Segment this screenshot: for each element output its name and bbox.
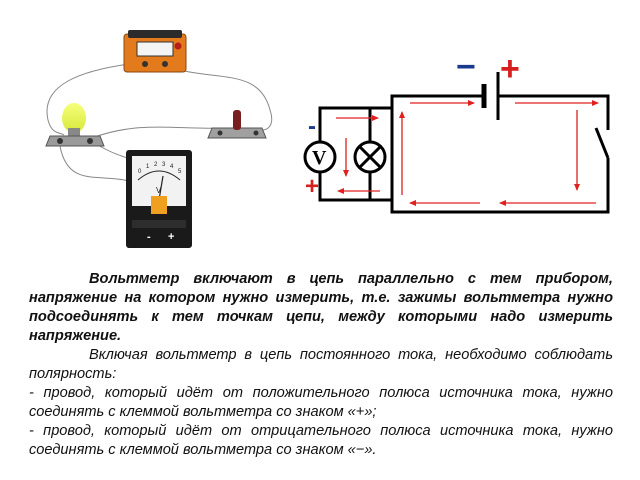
voltmeter-symbol-letter: V <box>312 147 327 169</box>
polarity-item-positive: - провод, который идёт от положительного… <box>29 385 613 420</box>
voltmeter-unit-label: V <box>156 186 162 195</box>
voltmeter-plus-label: + <box>305 173 319 200</box>
main-loop-wire <box>498 94 610 130</box>
circuit-schematic: − + V - + <box>303 48 610 214</box>
current-arrows <box>336 100 599 206</box>
voltmeter-branch-wire <box>318 106 392 142</box>
voltmeter-scale-5: 5 <box>178 169 182 175</box>
voltmeter-circle <box>303 140 337 174</box>
voltmeter-scale-4: 4 <box>170 164 174 170</box>
voltmeter-plus-terminal: + <box>168 231 174 243</box>
voltmeter-scale-0: 0 <box>138 169 142 175</box>
explanation-text: Вольтметр включают в цепь параллельно с … <box>29 270 613 460</box>
voltmeter-branch-wire <box>318 172 392 202</box>
bulb-on-stand <box>45 103 105 147</box>
switch-key <box>207 110 267 139</box>
apparatus-wire <box>91 126 219 139</box>
apparatus-picture: 0 1 2 3 4 5 V - + <box>45 30 273 248</box>
voltmeter-minus-terminal: - <box>147 231 151 243</box>
circuit-illustration: 0 1 2 3 4 5 V - + − + V - + <box>45 30 610 248</box>
voltmeter-scale-2: 2 <box>154 162 158 168</box>
voltmeter-minus-label: - <box>308 113 316 140</box>
paragraph-main-rule: Вольтметр включают в цепь параллельно с … <box>29 271 613 344</box>
lamp-cross <box>357 144 383 170</box>
voltmeter-device: 0 1 2 3 4 5 V - + <box>126 150 192 248</box>
battery-plus-label: + <box>500 50 520 88</box>
switch-blade <box>594 127 610 159</box>
apparatus-wire <box>46 62 137 136</box>
paragraph-polarity: Включая вольтметр в цепь постоянного ток… <box>29 347 613 382</box>
voltmeter-scale-1: 1 <box>146 164 150 170</box>
apparatus-wire <box>179 69 273 131</box>
power-supply <box>123 30 187 73</box>
battery-minus-label: − <box>456 48 476 86</box>
main-loop-wire <box>390 94 610 214</box>
voltmeter-scale-3: 3 <box>162 162 166 168</box>
polarity-item-negative: - провод, который идёт от отрицательного… <box>29 423 613 458</box>
